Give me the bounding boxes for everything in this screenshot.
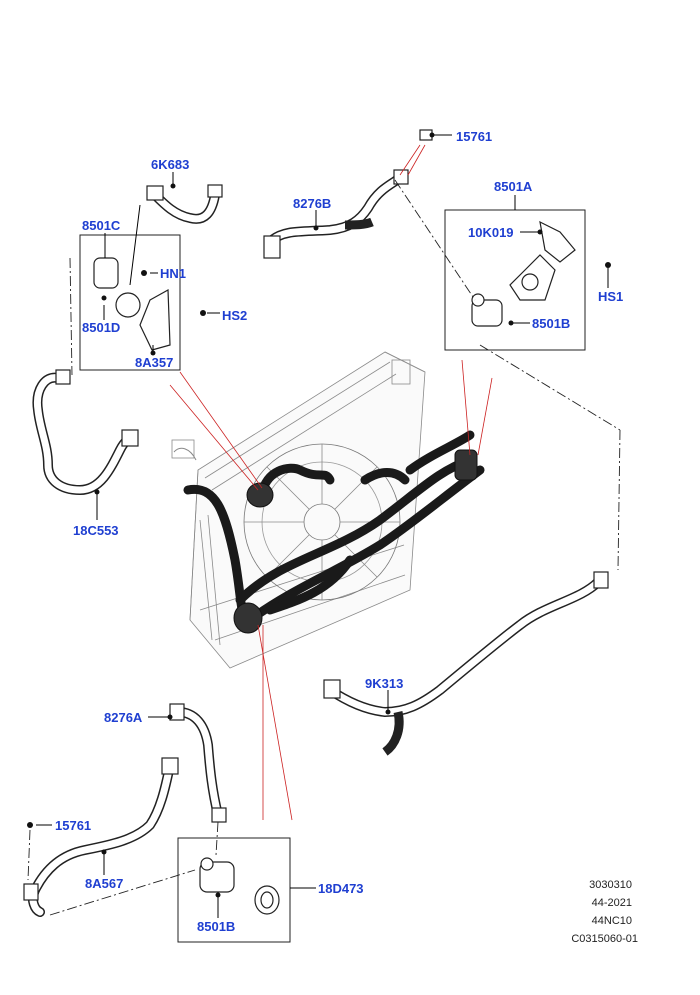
callout-8501C: 8501C: [82, 218, 121, 233]
callout-8501B-top: 8501B: [532, 316, 571, 331]
callout-8501A: 8501A: [494, 179, 533, 194]
callout-15761-top: 15761: [456, 129, 493, 144]
callout-HS1: HS1: [598, 289, 624, 304]
pump-8501C-parts: [93, 257, 171, 351]
callout-8276A: 8276A: [104, 710, 143, 725]
callout-18D473: 18D473: [318, 881, 364, 896]
reference-line-4: C0315060-01: [571, 933, 638, 945]
box-8501C: [79, 234, 181, 371]
hose-8276A: [169, 703, 227, 823]
pump-8501A-parts: [471, 220, 576, 327]
small-bracket: [173, 447, 197, 461]
callout-8276B: 8276B: [293, 196, 332, 211]
box-18D473: [177, 837, 291, 943]
callout-8501B-bottom: 8501B: [197, 919, 236, 934]
assembled-pumps: [233, 449, 478, 634]
pump-18D473-parts: [199, 857, 280, 915]
callout-18C553: 18C553: [73, 523, 119, 538]
red-leaders: [169, 359, 493, 821]
callout-8501D: 8501D: [82, 320, 121, 335]
reference-line-3: 44NC10: [591, 915, 632, 927]
routed-hoses-assembled: [183, 430, 485, 630]
hose-18C553: [32, 369, 139, 496]
callout-8A567: 8A567: [85, 876, 124, 891]
leader-lines: [36, 172, 609, 918]
fastener-dots: [27, 132, 611, 898]
callout-8A357: 8A357: [135, 355, 174, 370]
clip-15761-top: [399, 129, 452, 176]
callout-HN1: HN1: [160, 266, 187, 281]
reference-line-2: 44-2021: [591, 897, 632, 909]
hose-8276B: [263, 169, 409, 259]
hose-6K683: [146, 184, 223, 224]
callout-10K019: 10K019: [468, 225, 514, 240]
hose-9K313: [323, 571, 609, 756]
callout-15761-bottom: 15761: [55, 818, 92, 833]
dash-dot-leaders: [27, 179, 621, 916]
hose-8A567: [23, 757, 179, 917]
reference-line-1: 3030310: [589, 879, 632, 891]
callout-6K683: 6K683: [151, 157, 190, 172]
callout-HS2: HS2: [222, 308, 248, 323]
callout-9K313: 9K313: [365, 676, 404, 691]
